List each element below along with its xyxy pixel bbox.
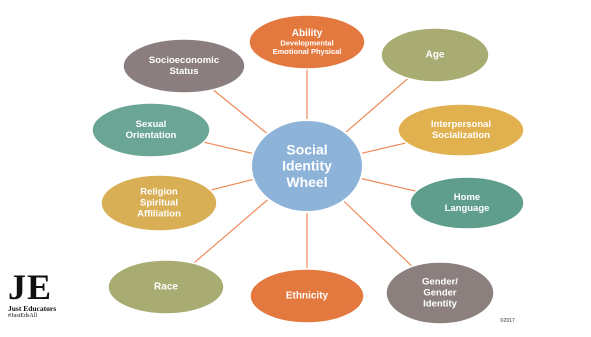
node-sexual-orientation-label-1: Sexual xyxy=(136,119,167,130)
node-socioeconomic-label-2: Status xyxy=(169,66,198,77)
node-home-language-label-2: Language xyxy=(445,203,490,214)
spoke-age xyxy=(343,76,410,135)
spokes xyxy=(191,67,419,271)
node-gender-label-1: Gender/ xyxy=(422,277,458,288)
node-ability-label-2: Developmental xyxy=(280,38,333,47)
node-religion-shape xyxy=(100,174,218,232)
node-ability-shape xyxy=(248,14,366,70)
node-interpersonal-shape xyxy=(397,103,525,157)
node-sexual-orientation-label-2: Orientation xyxy=(126,130,177,141)
spoke-religion xyxy=(208,178,256,192)
node-race-shape xyxy=(107,259,225,315)
node-home-language-shape xyxy=(409,176,525,230)
node-race-label-1: Race xyxy=(154,282,178,293)
node-ethnicity: Ethnicity xyxy=(249,268,365,324)
node-interpersonal-label-1: Interpersonal xyxy=(431,119,491,130)
node-gender-label-3: Identity xyxy=(423,298,457,309)
spoke-gender xyxy=(341,199,415,269)
node-interpersonal-label-2: Socialization xyxy=(432,130,490,141)
just-educators-logo: JE Just Educators #JustEdsAll xyxy=(8,267,88,320)
logo-hashtag: #JustEdsAll xyxy=(8,313,38,319)
logo-mark: JE xyxy=(8,267,53,307)
logo-name: Just Educators xyxy=(8,304,57,313)
node-ability-label-3: Emotional Physical xyxy=(273,47,342,56)
node-religion-label-2: Spiritual xyxy=(140,198,178,209)
copyright-notice: ©2017 xyxy=(500,318,515,324)
node-age: Age xyxy=(380,27,490,83)
spoke-interpersonal xyxy=(358,141,409,155)
spoke-race xyxy=(191,197,271,266)
node-ability-label-1: Ability xyxy=(292,28,323,39)
node-socioeconomic-label-1: Socioeconomic xyxy=(149,55,219,66)
node-ethnicity-label-1: Ethnicity xyxy=(286,291,329,302)
center-node-label-3: Wheel xyxy=(286,174,327,190)
node-age-shape xyxy=(380,27,490,83)
spoke-sexual-orientation xyxy=(201,141,256,155)
node-gender-shape xyxy=(385,261,495,325)
node-gender-label-2: Gender xyxy=(423,288,457,299)
center-node-label-2: Identity xyxy=(282,158,332,174)
node-home-language-label-1: Home xyxy=(454,192,480,203)
center-node-label-1: Social xyxy=(286,142,327,158)
node-ethnicity-shape xyxy=(249,268,365,324)
node-race: Race xyxy=(107,259,225,315)
node-religion-label-1: Religion xyxy=(140,187,178,198)
spoke-home-language xyxy=(358,177,419,193)
node-sexual-orientation-shape xyxy=(91,102,211,158)
spoke-socioeconomic xyxy=(211,88,270,136)
node-religion-label-3: Affiliation xyxy=(137,208,181,219)
node-socioeconomic-shape xyxy=(122,38,246,94)
node-age-label-1: Age xyxy=(426,50,445,61)
center-node-shape xyxy=(250,119,364,213)
